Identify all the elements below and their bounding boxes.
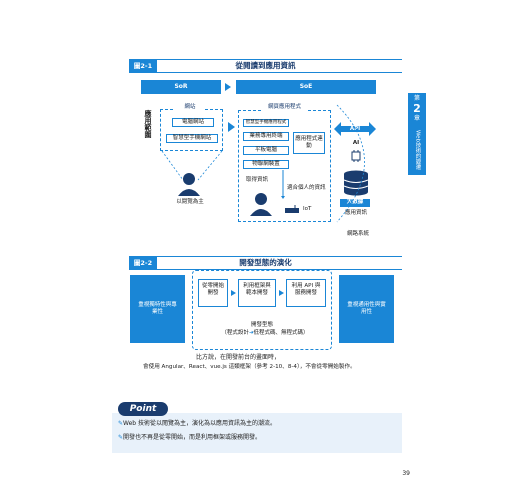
dev-form-title: 開發型態 (250, 322, 273, 328)
step-scratch: 從零開始開發 (198, 279, 228, 307)
soe-label: SoE (299, 83, 313, 90)
step-framework: 利用框架與範本開發 (238, 279, 276, 307)
ai-label: AI (352, 140, 360, 146)
point-label: Point (129, 404, 157, 414)
flow-arrow-icon (228, 122, 235, 132)
point-item-1-text: Web 技術從以閱覽為主，演化為以應用資訊為主的潮流。 (123, 420, 277, 427)
step-arrow-1-icon (231, 290, 236, 296)
point-item-1: ✎Web 技術從以閱覽為主，演化為以應用資訊為主的潮流。 (118, 420, 398, 428)
left-value-box: 重視獨特性與專業性 (130, 275, 185, 343)
right-value-box: 重視通用性與實用性 (339, 275, 394, 343)
chapter-title: Web技術的變遷 (414, 130, 421, 170)
webapp-item-terminal: 業務專用終端 (243, 132, 289, 141)
soe-bar: SoE (236, 80, 376, 94)
webapp-item-iot: 物聯網裝置 (243, 160, 289, 169)
page-number: 39 (402, 470, 410, 477)
website-item-mobile: 智慧型手機網站 (166, 134, 218, 143)
fit-info-label: 適合個人的資訊 (287, 185, 326, 191)
get-info-label: 取得資訊 (246, 177, 269, 183)
webapp-item-smartphone: 智慧型手機應用程式 (243, 119, 289, 127)
sor-arrow-icon (225, 83, 231, 91)
sor-label: SoR (174, 83, 188, 90)
pencil-icon: ✎ (118, 434, 124, 441)
figure2-tag: 圖2-2 (129, 257, 157, 269)
dev-form-sub-a: （程式設計 (221, 330, 249, 336)
left-value-text: 重視獨特性與專業性 (138, 302, 177, 315)
figure1-title: 從閱讀到應用資訊 (235, 61, 296, 70)
network-label: 網路系統 (346, 231, 369, 237)
body-line-1: 比方說，在開發前台的畫面時， (196, 354, 281, 361)
figure2-title: 開發型態的演化 (239, 258, 292, 267)
iot-label: IoT (303, 206, 312, 212)
chapter-tab-top: 第 (413, 95, 420, 102)
webapp-title: 網頁應用程式 (262, 104, 307, 111)
webapp-item-tablet: 平板電腦 (243, 146, 289, 155)
dev-form-sub: （程式設計➜低程式碼、無程式碼） (200, 330, 330, 337)
chapter-tab: 第 2 章 Web技術的變遷 (408, 93, 426, 175)
right-value-text: 重視通用性與實用性 (347, 302, 386, 315)
chapter-number: 2 (413, 102, 421, 115)
figure1-header: 圖2-1 從閱讀到應用資訊 (129, 59, 402, 73)
step-api: 利用 API 與服務開發 (286, 279, 326, 307)
step-arrow-2-icon (279, 290, 284, 296)
chapter-tab-bottom: 章 (413, 115, 420, 122)
body-line-2: 會使用 Angular、React、vue.js 這類框架（參考 2-10、8-… (143, 364, 356, 370)
point-badge: Point (118, 402, 168, 416)
website-item-pc: 電腦網站 (172, 118, 214, 127)
scope-label: 應用範圍 (144, 110, 152, 138)
dev-form-arrow-icon: ➜ (248, 330, 254, 336)
user-icon (178, 173, 200, 196)
bigdata-label: 大數據 (340, 199, 370, 207)
sor-bar: SoR (141, 80, 221, 94)
pencil-icon: ✎ (118, 420, 124, 427)
iot-device-icon (285, 205, 299, 213)
webapp-service: 應用程式連動 (293, 132, 325, 154)
ai-chip-icon (351, 150, 361, 162)
figure2-header: 圖2-2 開發型態的演化 (129, 256, 402, 270)
evolution-group (192, 270, 332, 350)
app-user-icon (250, 193, 272, 216)
point-item-2: ✎開發也不再是從零開始，而是利用框架或服務開發。 (118, 434, 398, 442)
point-item-2-text: 開發也不再是從零開始，而是利用框架或服務開發。 (123, 434, 262, 441)
api-arrow (334, 122, 376, 136)
app-info-label: 應用資訊 (344, 210, 367, 216)
website-title: 網站 (175, 104, 205, 111)
dev-form-sub-b: 低程式碼、無程式碼） (253, 330, 309, 336)
user-left-label: 以閱覽為主 (176, 199, 204, 205)
api-label: API (349, 126, 361, 132)
point-box (112, 413, 402, 453)
figure1-tag: 圖2-1 (129, 60, 157, 72)
